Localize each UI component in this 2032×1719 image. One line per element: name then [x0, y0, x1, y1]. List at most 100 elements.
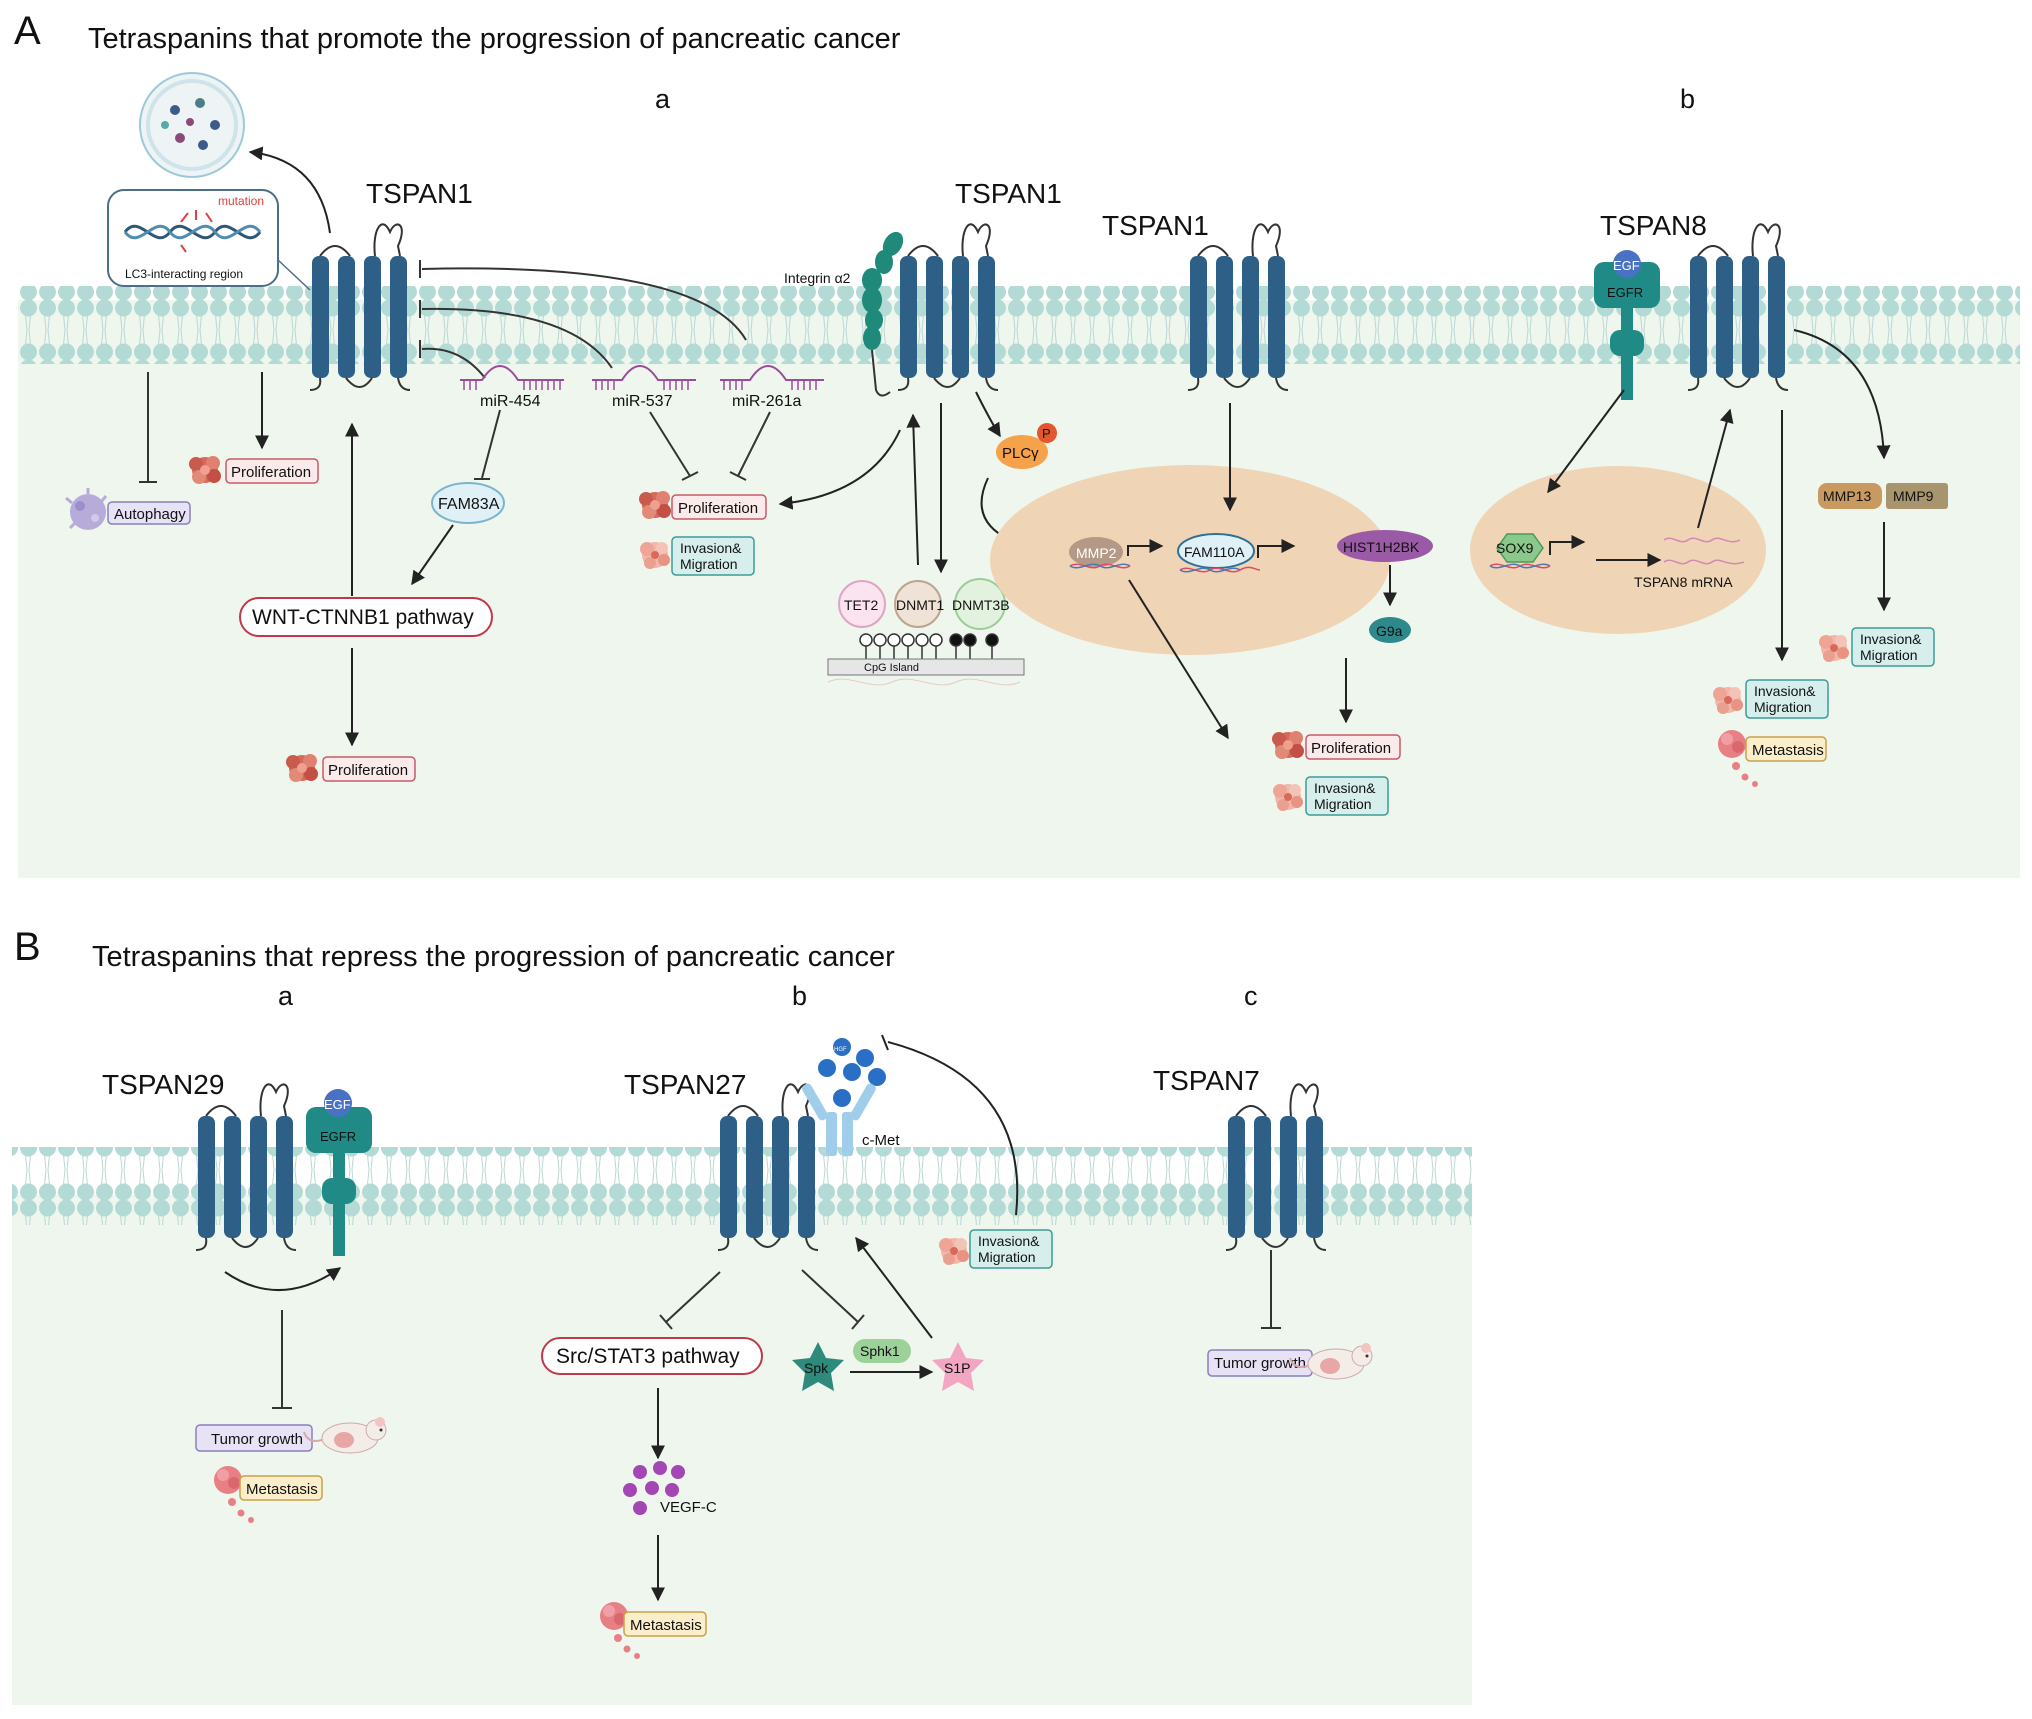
prolif-1-label: Proliferation — [231, 464, 311, 481]
spk-label: Spk — [804, 1360, 829, 1376]
invmig-b-label: Invasion&Migration — [978, 1233, 1040, 1265]
plcy-label: PLCγ — [1002, 445, 1039, 462]
panel-b-letter: B — [14, 925, 41, 969]
fam83a-node: FAM83A — [431, 482, 505, 524]
integrin-label: Integrin α2 — [784, 270, 851, 286]
tspan7-receptor — [1225, 1083, 1327, 1251]
tspan1-left-label: TSPAN1 — [366, 178, 473, 209]
autophagy-node: Autophagy — [65, 488, 191, 530]
panel-a-title: Tetraspanins that promote the progressio… — [88, 23, 901, 55]
phospho-label: P — [1042, 426, 1051, 441]
tspan1-right-receptor — [1187, 223, 1289, 391]
tspan1-left-receptor — [309, 223, 411, 391]
mir-537 — [592, 365, 696, 390]
mmp2-label: MMP2 — [1076, 545, 1117, 561]
proliferation-node-4: Proliferation — [1272, 731, 1401, 760]
panel-a-sub-a: a — [655, 84, 671, 114]
tumor-growth-2-label: Tumor growth — [1214, 1355, 1306, 1372]
invasion-migration-node-1: Invasion&Migration — [640, 536, 755, 576]
hgf-cluster: HGF — [818, 1038, 886, 1107]
tet2-label: TET2 — [844, 597, 878, 613]
lc3-mutation-box: mutation LC3-interacting region — [107, 189, 279, 287]
arrow-tspan8-mmp — [1793, 329, 1891, 460]
tspan27-label: TSPAN27 — [624, 1069, 746, 1100]
invasion-migration-node-2: Invasion&Migration — [1273, 776, 1389, 816]
sox9-gene: SOX9 — [1489, 533, 1586, 569]
invmig-2-label: Invasion&Migration — [1314, 780, 1376, 812]
s1p-label: S1P — [944, 1360, 970, 1376]
integrin-a2-receptor — [862, 231, 904, 397]
mirna-inhibition-lines — [419, 260, 747, 379]
srcstat3-label: Src/STAT3 pathway — [556, 1345, 740, 1368]
nucleus-a-right — [1470, 466, 1766, 634]
tspan1-mid-label: TSPAN1 — [955, 178, 1062, 209]
tspan8-receptor — [1687, 223, 1789, 391]
fam83a-label: FAM83A — [438, 496, 500, 513]
dnmt3b-label: DNMT3B — [952, 597, 1010, 613]
metastasis-b1-label: Metastasis — [246, 1481, 318, 1498]
methylation-cluster: TET2 DNMT1 DNMT3B CpG Island — [827, 578, 1025, 686]
mutation-label: mutation — [218, 194, 264, 208]
arrow-egfr-sox9 — [1547, 389, 1625, 494]
proliferation-node-3: Proliferation — [639, 491, 767, 520]
tumor-growth-node-1: Tumor growth — [195, 1416, 387, 1454]
mmp13-label: MMP13 — [1823, 488, 1871, 504]
invmig-3-label: Invasion&Migration — [1860, 631, 1922, 663]
sox9-label: SOX9 — [1496, 540, 1534, 556]
mir-454-label: miR-454 — [480, 393, 541, 410]
tspan27-inhibitions — [659, 1269, 865, 1330]
tspan8-mrna — [1663, 537, 1745, 565]
invasion-migration-node-3: Invasion&Migration — [1819, 627, 1935, 667]
metastasis-b2-label: Metastasis — [630, 1617, 702, 1634]
plcy-node: P PLCγ — [996, 423, 1057, 469]
hist1h2bk-node: HIST1H2BK — [1337, 530, 1433, 562]
spk-node: Spk — [792, 1342, 844, 1391]
tspan8-label: TSPAN8 — [1600, 210, 1707, 241]
wnt-label: WNT-CTNNB1 pathway — [252, 606, 474, 629]
cmet-receptor — [802, 1083, 876, 1156]
tspan29-label: TSPAN29 — [102, 1069, 224, 1100]
tspan27-receptor — [717, 1083, 819, 1251]
src-stat3-node: Src/STAT3 pathway — [541, 1337, 763, 1375]
exosome-icon — [139, 72, 245, 178]
arrow-tspan29-egfr — [224, 1267, 342, 1291]
metastasis-node-b2: Metastasis — [600, 1602, 707, 1659]
arrow-methyl-up — [906, 413, 921, 566]
invasion-migration-node-b: Invasion&Migration — [939, 1229, 1053, 1269]
egf-b-label: EGF — [324, 1097, 351, 1112]
wnt-pathway-node: WNT-CTNNB1 pathway — [239, 597, 493, 637]
tumor-growth-node-2: Tumor growth — [1207, 1342, 1373, 1380]
cmet-label: c-Met — [862, 1132, 900, 1149]
lc3-pointer — [277, 259, 311, 291]
metastasis-a-label: Metastasis — [1752, 742, 1824, 759]
sphk1-label: Sphk1 — [860, 1343, 900, 1359]
tspan29-receptor — [195, 1083, 297, 1251]
arrow-tspan1-prolif — [778, 429, 901, 510]
mirna-prolif-inhibitions — [649, 411, 771, 481]
tspan1-right-label: TSPAN1 — [1102, 210, 1209, 241]
arrow-tspan1-plcy — [975, 391, 1001, 438]
mmp2-gene: MMP2 — [1069, 537, 1164, 569]
metastasis-node-a: Metastasis — [1718, 730, 1827, 787]
vegfc-cluster — [623, 1461, 685, 1515]
panel-a-letter: A — [14, 9, 41, 53]
egfr-receptor-a: EGF EGFR — [1594, 250, 1660, 400]
egfr-a-label: EGFR — [1607, 285, 1643, 300]
panel-b-sub-a: a — [278, 981, 294, 1011]
invasion-migration-node-4: Invasion&Migration — [1713, 679, 1829, 719]
arrow-mmp2-out — [1128, 579, 1229, 740]
panel-b-sub-c: c — [1244, 981, 1258, 1011]
tspan1-mid-receptor — [897, 223, 999, 391]
panel-a-sub-b: b — [1680, 84, 1695, 114]
fam110a-label: FAM110A — [1184, 544, 1245, 560]
arrow-mrna-tspan8 — [1697, 408, 1734, 529]
mir-261a-label: miR-261a — [732, 393, 801, 410]
invmig-4-label: Invasion&Migration — [1754, 683, 1816, 715]
metastasis-node-b1: Metastasis — [214, 1466, 323, 1523]
tspan7-tumor-inhibition — [1261, 1250, 1281, 1329]
arrow-fam83a-wnt — [411, 524, 454, 586]
panel-b-sub-b: b — [792, 981, 807, 1011]
sphk1-node: Sphk1 — [853, 1339, 911, 1363]
egfr-receptor-b: EGF EGFR — [306, 1089, 372, 1256]
g9a-node: G9a — [1369, 617, 1411, 643]
